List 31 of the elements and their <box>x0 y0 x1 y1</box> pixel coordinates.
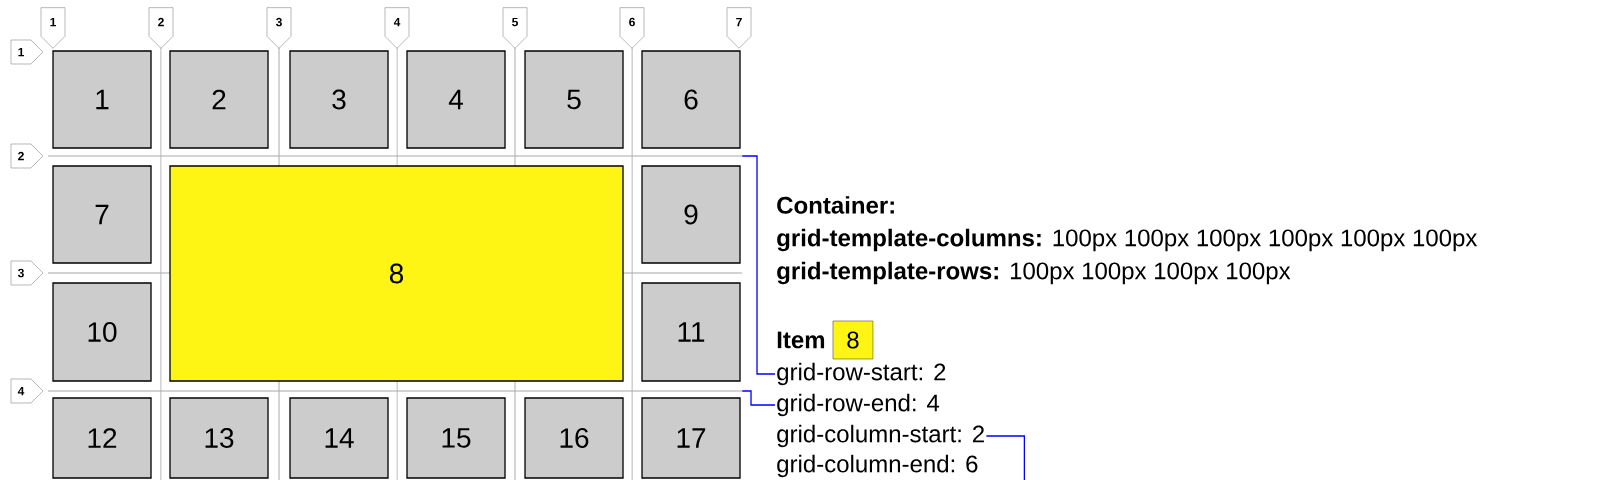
grid-item: 16 <box>524 397 624 479</box>
grid-item: 15 <box>406 397 506 479</box>
grid-item: 13 <box>169 397 269 479</box>
grid-line <box>48 390 742 392</box>
grid-item: 3 <box>289 50 389 149</box>
grid-item: 6 <box>641 50 741 149</box>
leader-line <box>741 155 776 375</box>
grid-item: 4 <box>406 50 506 149</box>
property-text: grid-column-end: 6 <box>777 454 978 478</box>
item-badge: 8 <box>832 320 874 360</box>
grid-item: 7 <box>52 165 152 264</box>
property-text: grid-row-end: 4 <box>777 393 940 417</box>
grid-item: 2 <box>169 50 269 149</box>
grid-item: 10 <box>52 282 152 382</box>
grid-item: 11 <box>641 282 741 382</box>
leader-line <box>985 435 1025 480</box>
grid-item: 1 <box>52 50 152 149</box>
grid-item: 8 <box>169 165 624 382</box>
grid-item: 5 <box>524 50 624 149</box>
grid-item: 17 <box>641 397 741 479</box>
leader-line <box>741 390 776 406</box>
heading-text: Item <box>777 331 825 349</box>
property-text: grid-row-start: 2 <box>777 362 946 386</box>
property-text: grid-column-start: 2 <box>777 424 984 448</box>
grid-item: 12 <box>52 397 152 479</box>
grid-line <box>48 155 742 157</box>
property-text: grid-template-rows: 100px 100px 100px 100px <box>777 261 1291 285</box>
property-text: grid-template-columns: 100px 100px 100px 100px 100px 100px <box>777 228 1478 252</box>
grid-item: 9 <box>641 165 741 264</box>
heading-text: Container: <box>777 196 894 214</box>
grid-item: 14 <box>289 397 389 479</box>
